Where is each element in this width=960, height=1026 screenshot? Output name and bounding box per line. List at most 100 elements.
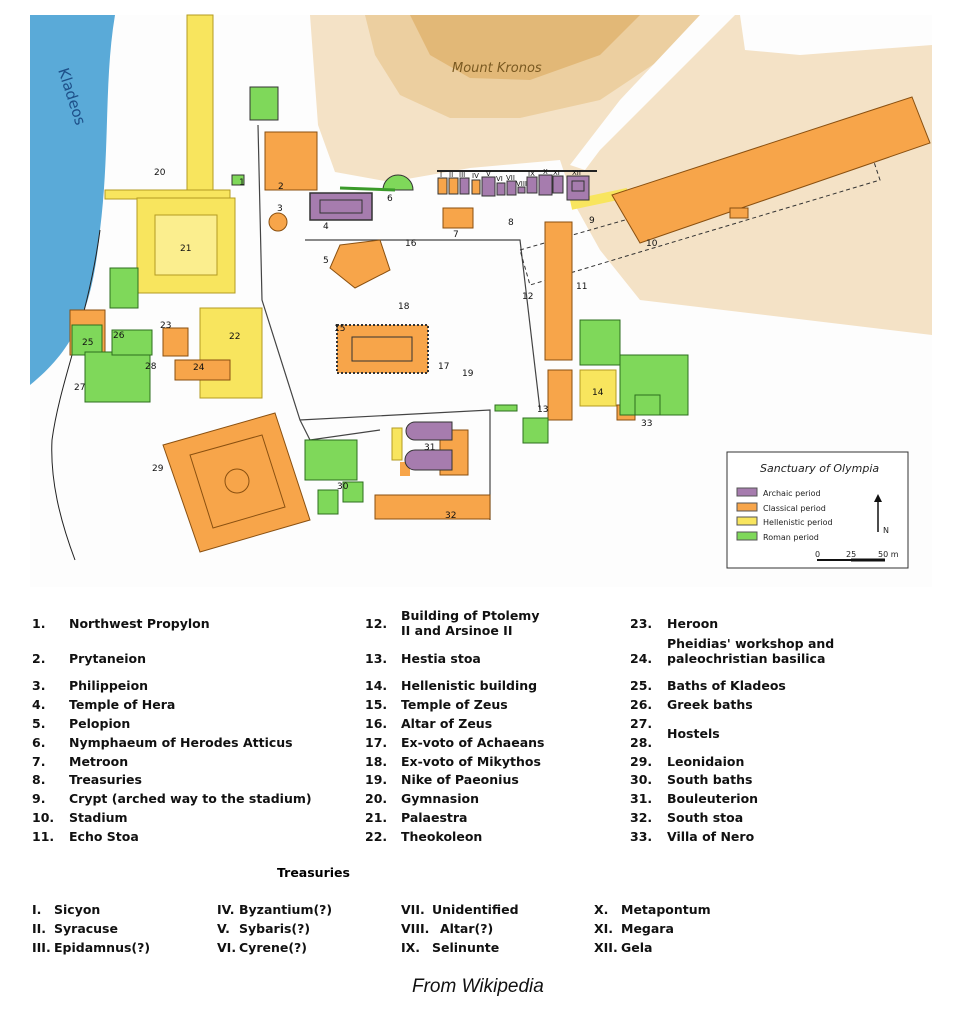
- site-label-10: 10: [646, 239, 658, 249]
- treasury-number: IV.: [217, 902, 235, 917]
- villa-of-nero: [579, 319, 689, 416]
- leonidaion-court: [189, 434, 286, 529]
- key-number: 21.: [365, 810, 388, 825]
- treasury-numeral: VI: [496, 175, 503, 183]
- treasury-number: II.: [32, 921, 47, 936]
- key-name: Hostels: [667, 726, 720, 741]
- key-number: 9.: [32, 791, 46, 806]
- key-name: Echo Stoa: [69, 829, 139, 844]
- key-name: Metroon: [69, 754, 129, 769]
- roman-buildings-west: [71, 267, 153, 403]
- site-plan-map: Kladeos Mount Kronos: [30, 14, 932, 569]
- key-name: South baths: [667, 772, 753, 787]
- site-label-15: 15: [334, 324, 345, 334]
- north-label: N: [883, 526, 889, 535]
- map-legend: Sanctuary of Olympia Archaic period Clas…: [726, 451, 909, 569]
- legend-swatch-classical: [736, 502, 758, 512]
- site-label-7: 7: [453, 230, 459, 240]
- site-label-32: 32: [445, 511, 456, 521]
- key-number: 30.: [630, 772, 653, 787]
- bouleuterion-annex: [391, 427, 403, 461]
- site-label-3: 3: [277, 204, 283, 214]
- treasury-name: Sybaris(?): [239, 921, 311, 936]
- treasury-number: X.: [594, 902, 609, 917]
- key-name: South stoa: [667, 810, 744, 825]
- key-number: 8.: [32, 772, 46, 787]
- key-number: 11.: [32, 829, 55, 844]
- treasury-number: VIII.: [401, 921, 430, 936]
- treasury-name: Gela: [621, 940, 653, 955]
- key-name: Temple of Zeus: [401, 697, 508, 712]
- nymphaeum: [382, 174, 414, 191]
- site-label-8: 8: [508, 218, 514, 228]
- treasury-numeral: VIII: [516, 180, 527, 188]
- site-label-1: 1: [239, 178, 245, 188]
- bouleuterion: [404, 421, 453, 471]
- treasury-name: Altar(?): [440, 921, 494, 936]
- site-label-5: 5: [323, 256, 329, 266]
- key-name: Villa of Nero: [667, 829, 755, 844]
- key-number: 4.: [32, 697, 46, 712]
- key-name: Ex-voto of Achaeans: [401, 735, 545, 750]
- site-label-9: 9: [589, 216, 595, 226]
- legend-label-roman: Roman period: [763, 533, 819, 542]
- north-arrow-icon: [874, 494, 882, 532]
- key-name: Pheidias' workshop and paleochristian ba…: [667, 636, 835, 666]
- key-name: Gymnasion: [401, 791, 479, 806]
- legend-swatch-archaic: [736, 487, 758, 497]
- site-label-28: 28: [145, 362, 157, 372]
- key-name: Treasuries: [69, 772, 142, 787]
- echo-stoa: [544, 221, 573, 361]
- treasury-numeral: XI: [553, 169, 560, 177]
- key-name: Leonidaion: [667, 754, 745, 769]
- site-label-17: 17: [438, 362, 449, 372]
- key-name: Nymphaeum of Herodes Atticus: [69, 735, 293, 750]
- palaestra-court: [154, 214, 218, 276]
- stadium-judges-stand: [729, 207, 749, 219]
- site-label-13: 13: [537, 405, 548, 415]
- site-label-22: 22: [229, 332, 240, 342]
- treasury-number: XII.: [594, 940, 618, 955]
- site-label-19: 19: [462, 369, 474, 379]
- key-number: 5.: [32, 716, 46, 731]
- key-number: 15.: [365, 697, 388, 712]
- key-name: Palaestra: [401, 810, 468, 825]
- stadium-old-outline: [519, 149, 881, 286]
- scale-50: 50 m: [878, 550, 899, 559]
- site-label-4: 4: [323, 222, 329, 232]
- treasuries-row: [437, 170, 597, 201]
- northwest-propylon: [231, 174, 245, 186]
- hill-summit: [410, 15, 640, 80]
- temple-of-hera-cella: [319, 199, 363, 214]
- treasury-number: I.: [32, 902, 42, 917]
- roman-fountain: [522, 417, 549, 444]
- treasury-number: XI.: [594, 921, 614, 936]
- scale-25: 25: [846, 550, 856, 559]
- temple-of-zeus-cella: [351, 336, 413, 362]
- treasury-number: III.: [32, 940, 51, 955]
- legend-label-hellenistic: Hellenistic period: [763, 518, 833, 527]
- site-label-24: 24: [193, 363, 205, 373]
- key-name: Temple of Hera: [69, 697, 176, 712]
- key-name: Building of Ptolemy II and Arsinoe II: [401, 608, 540, 638]
- site-label-27: 27: [74, 383, 85, 393]
- key-name: Ex-voto of Mikythos: [401, 754, 541, 769]
- key-name: Pelopion: [69, 716, 131, 731]
- treasury-numeral: VII: [506, 174, 515, 182]
- river-bank-line: [51, 229, 101, 561]
- theokoleon: [199, 307, 263, 399]
- legend-label-archaic: Archaic period: [763, 489, 821, 498]
- treasury-number: IX.: [401, 940, 421, 955]
- key-name: Hestia stoa: [401, 651, 481, 666]
- key-name: Altar of Zeus: [401, 716, 493, 731]
- treasury-numeral: IV: [472, 172, 479, 180]
- roman-building-north: [249, 86, 279, 121]
- treasury-numeral: XII: [572, 169, 581, 177]
- key-number: 7.: [32, 754, 46, 769]
- key-number: 3.: [32, 678, 46, 693]
- site-label-20: 20: [154, 168, 166, 178]
- site-label-29: 29: [152, 464, 164, 474]
- site-label-18: 18: [398, 302, 410, 312]
- key-number: 24.: [630, 651, 653, 666]
- key-number: 14.: [365, 678, 388, 693]
